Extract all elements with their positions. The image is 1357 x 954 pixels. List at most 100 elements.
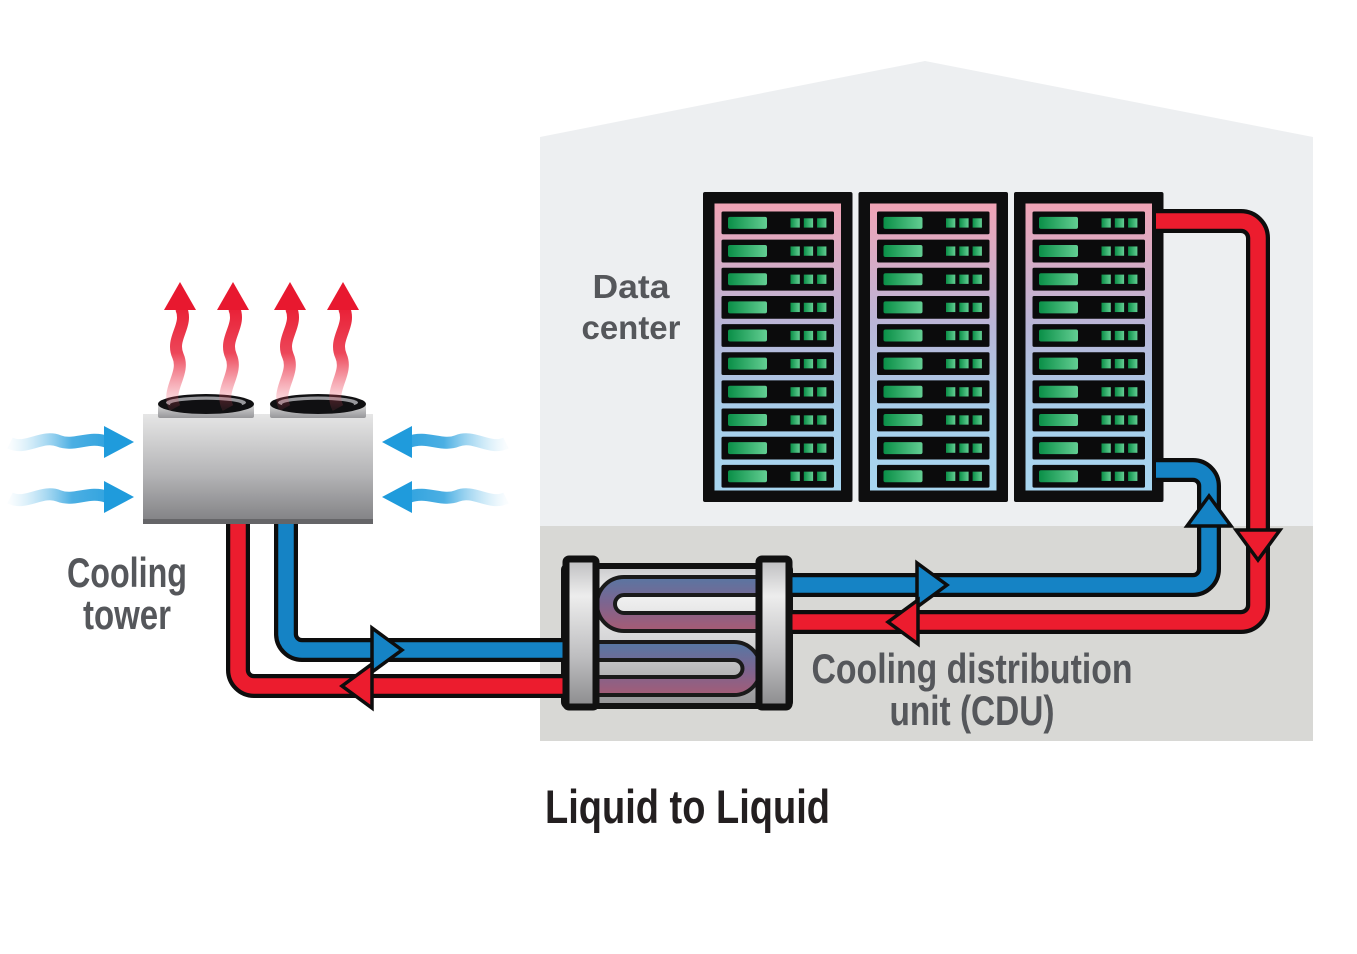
server-led-icon (1128, 302, 1138, 313)
server-led-icon (1101, 218, 1111, 228)
pipe-hot-return-rack-to-cdu (775, 209, 1270, 634)
cooling-tower-label: Cooling tower (67, 549, 187, 638)
server-led-icon (1128, 246, 1138, 256)
server-led-icon (1114, 415, 1125, 425)
server-led-icon (817, 443, 827, 453)
server-led-bar (1039, 301, 1078, 314)
pipe-hot-return-cdu-to-tower (226, 510, 582, 698)
server-led-icon (790, 359, 800, 369)
server-led-icon (972, 443, 982, 453)
server-led-bar (883, 216, 923, 229)
server-led-icon (1101, 302, 1111, 313)
server-led-icon (946, 274, 956, 284)
server-led-bar (1039, 413, 1078, 426)
server-led-bar (883, 470, 923, 483)
server-led-icon (946, 471, 956, 481)
server-led-icon (790, 218, 800, 228)
server-led-icon (959, 359, 969, 369)
server-led-icon (817, 302, 827, 313)
server-led-icon (817, 415, 827, 425)
flow-arrow-down-icon (1232, 528, 1284, 563)
flow-arrow-right-icon (915, 559, 950, 611)
server-led-icon (946, 443, 956, 453)
heat-arrow-icon (164, 282, 196, 408)
server-led-bar (728, 357, 767, 370)
server-led-bar (883, 245, 923, 258)
server-led-icon (803, 274, 814, 284)
server-led-icon (959, 443, 969, 453)
server-led-icon (946, 415, 956, 425)
server-led-icon (790, 302, 800, 313)
server-led-icon (1128, 415, 1138, 425)
server-led-icon (790, 246, 800, 256)
server-led-icon (790, 274, 800, 284)
server-led-icon (946, 218, 956, 228)
server-led-icon (803, 359, 814, 369)
server-led-bar (728, 301, 767, 314)
server-led-icon (959, 415, 969, 425)
server-led-icon (1101, 387, 1111, 397)
server-led-bar (1039, 357, 1078, 370)
data-center-label: Data center (582, 268, 681, 346)
server-led-icon (803, 218, 814, 228)
server-led-icon (803, 415, 814, 425)
server-led-bar (728, 442, 767, 455)
server-led-icon (1128, 387, 1138, 397)
server-led-icon (972, 330, 982, 341)
air-arrow-icon (10, 426, 134, 458)
flow-arrow-up-icon (1183, 493, 1235, 528)
server-led-bar (728, 385, 767, 398)
server-led-bar (1039, 442, 1078, 455)
server-led-bar (728, 216, 767, 229)
server-led-icon (959, 274, 969, 284)
server-led-icon (803, 443, 814, 453)
server-led-icon (972, 246, 982, 256)
server-led-icon (790, 443, 800, 453)
air-arrow-icon (10, 481, 134, 513)
server-led-icon (959, 387, 969, 397)
server-led-icon (817, 471, 827, 481)
cdu-right-cap (755, 555, 793, 711)
server-led-icon (1114, 387, 1125, 397)
server-led-icon (790, 330, 800, 341)
server-led-bar (883, 329, 923, 342)
server-led-icon (946, 387, 956, 397)
data-center-label-line1: Data (593, 268, 671, 305)
cooling-tower-base-edge (143, 519, 373, 524)
server-led-icon (946, 302, 956, 313)
server-led-bar (1039, 273, 1078, 286)
server-led-icon (1114, 471, 1125, 481)
server-led-bar (883, 301, 923, 314)
server-led-icon (959, 471, 969, 481)
server-led-bar (1039, 470, 1078, 483)
server-led-bar (728, 329, 767, 342)
server-led-bar (1039, 385, 1078, 398)
server-led-bar (728, 413, 767, 426)
server-led-icon (817, 387, 827, 397)
server-led-icon (1101, 359, 1111, 369)
data-center-label-line2: center (582, 309, 681, 346)
server-led-bar (1039, 329, 1078, 342)
server-led-icon (1128, 443, 1138, 453)
server-led-icon (1128, 330, 1138, 341)
server-led-bar (728, 245, 767, 258)
cooling-tower-body (143, 414, 373, 524)
server-led-bar (883, 273, 923, 286)
cooling-tower-label-line2: tower (83, 591, 171, 638)
server-led-icon (1114, 218, 1125, 228)
server-led-bar (1039, 245, 1078, 258)
server-led-icon (817, 330, 827, 341)
cooling-tower-label-line1: Cooling (67, 549, 187, 596)
server-led-icon (1101, 274, 1111, 284)
heat-arrow-icon (217, 282, 249, 408)
cdu-left-cap (562, 555, 600, 711)
server-led-icon (946, 246, 956, 256)
server-led-icon (972, 387, 982, 397)
server-led-icon (972, 274, 982, 284)
server-led-icon (1101, 246, 1111, 256)
server-led-icon (1128, 218, 1138, 228)
server-rack (703, 192, 853, 502)
server-led-icon (790, 471, 800, 481)
server-led-icon (946, 330, 956, 341)
server-led-icon (1114, 246, 1125, 256)
